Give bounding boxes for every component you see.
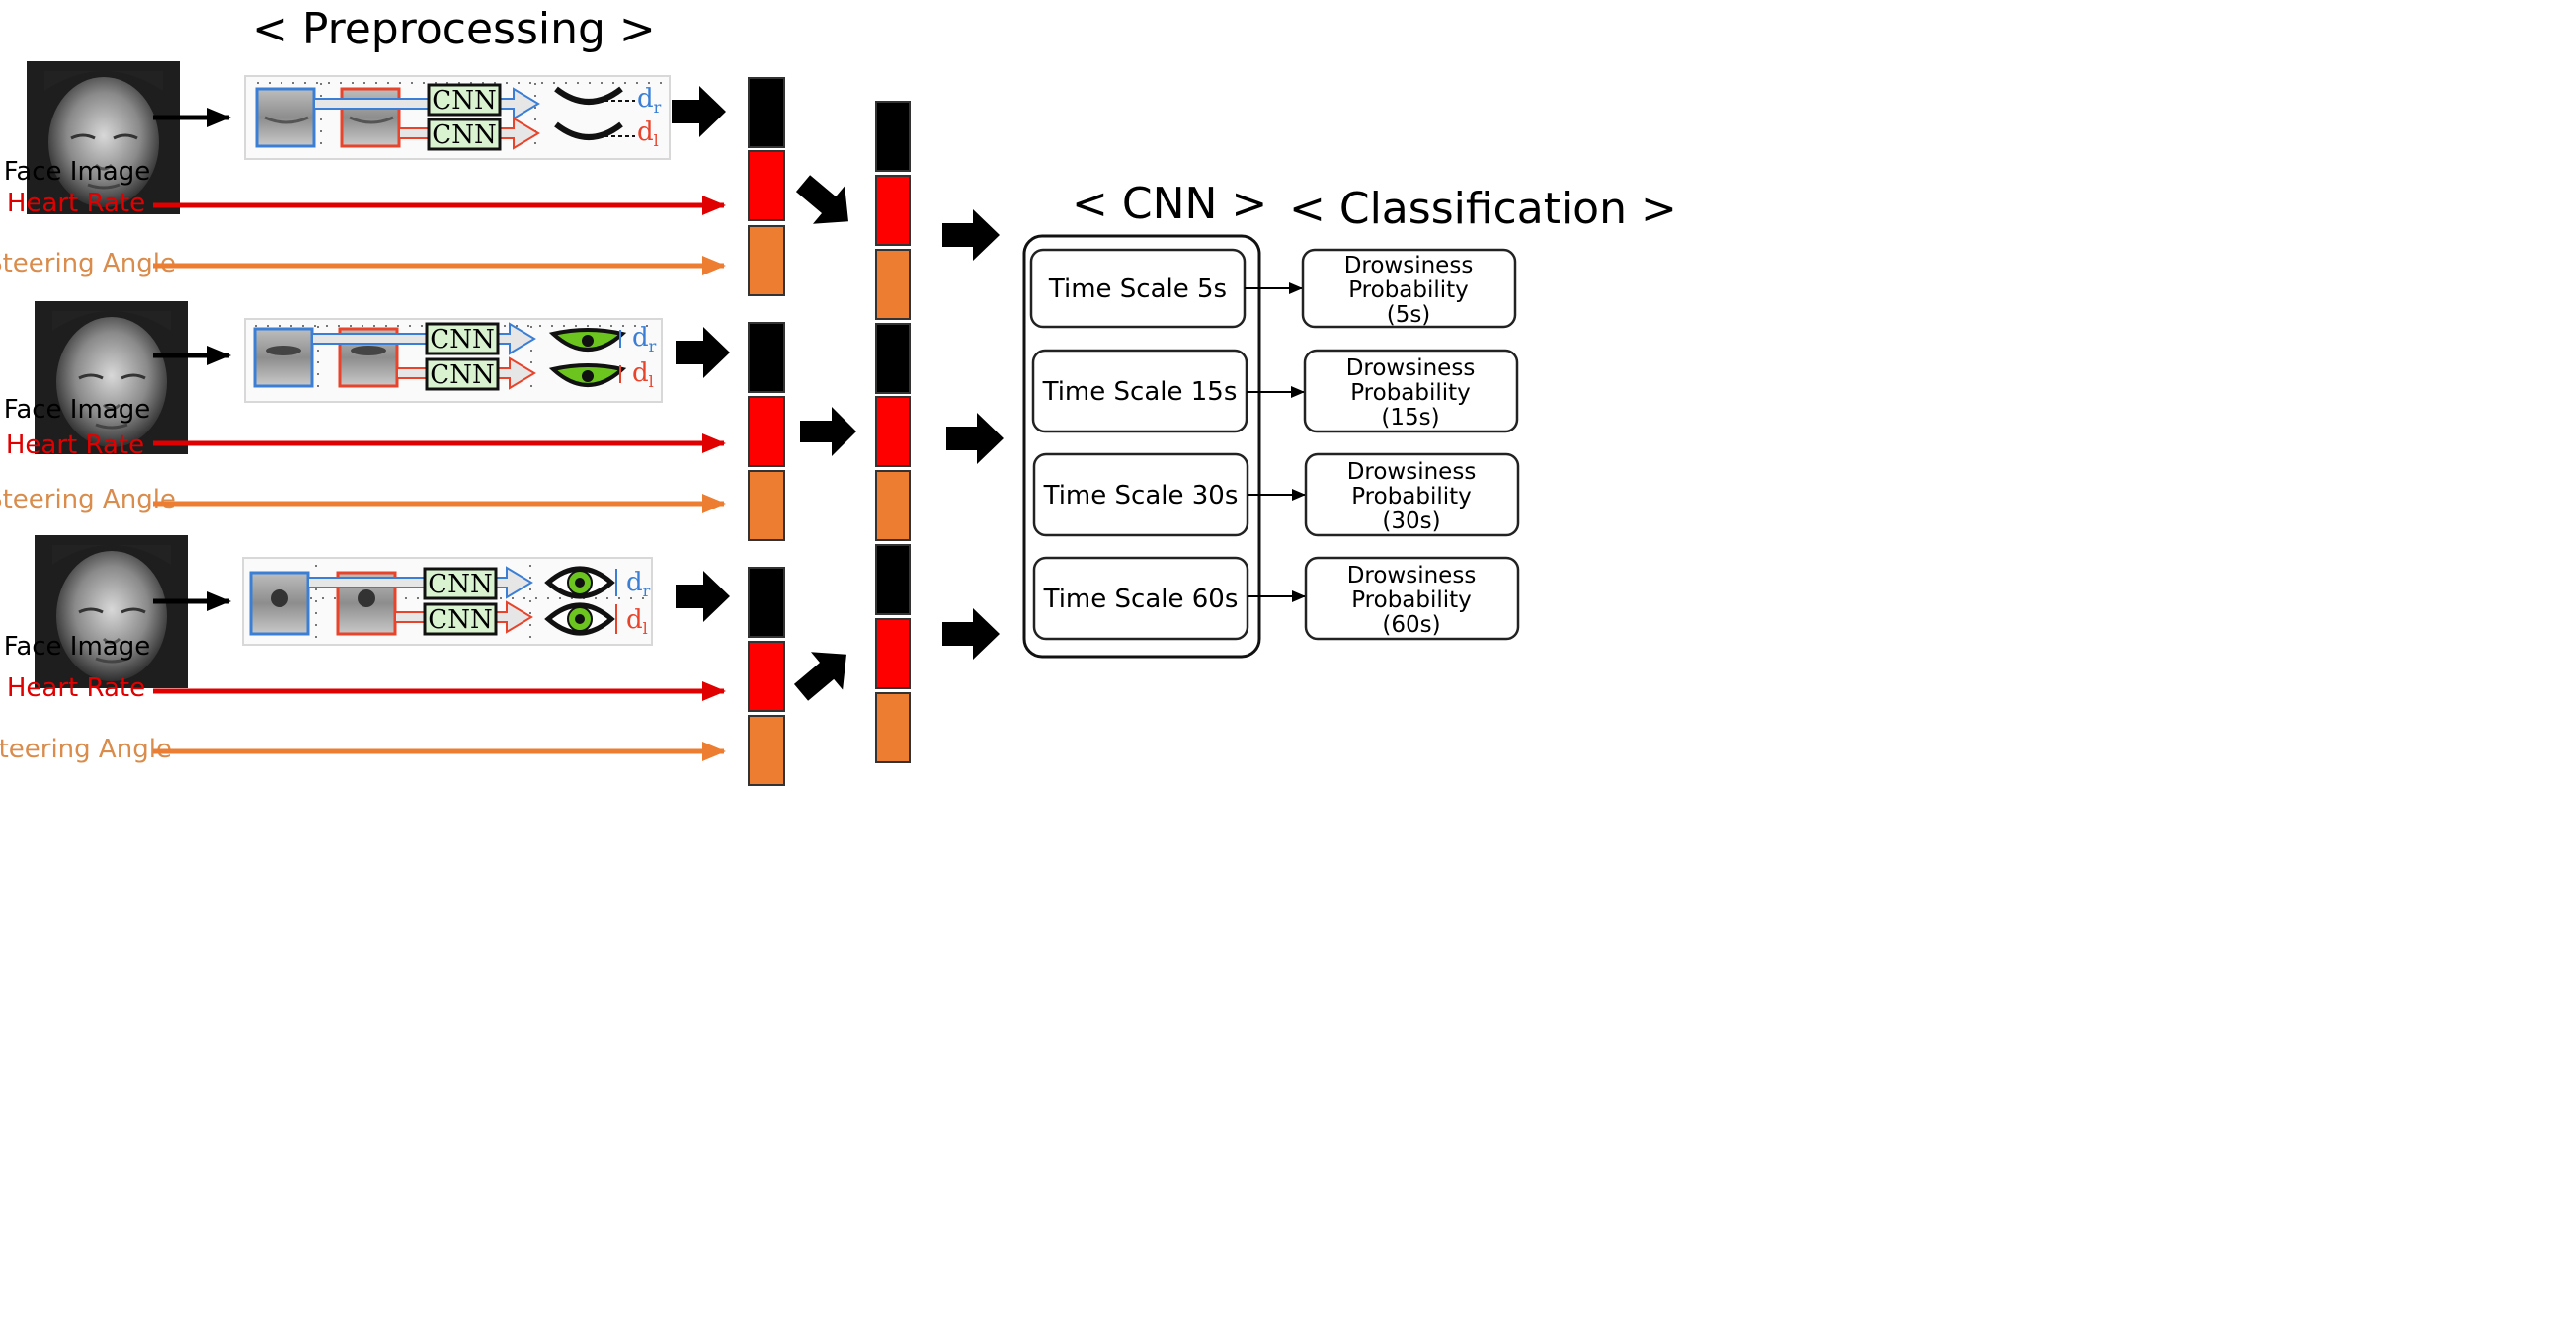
output-30s: Drowsiness Probability (30s) [1304, 452, 1520, 537]
merge-arrow-1 [795, 175, 848, 224]
cnn-right-arrow-2 [311, 322, 536, 355]
cnn-right-arrow-1 [313, 87, 540, 120]
cnn-box-right-3 [423, 567, 498, 600]
cnn-box-left-label-2: CNN [430, 360, 494, 390]
input-row-3: Face Image Heart Rate Steering Angle CNN… [0, 533, 730, 764]
output-5s-line3: (5s) [1387, 302, 1431, 328]
face-feature-block-2 [748, 322, 785, 393]
cnn-block-30s: Time Scale 30s [1032, 452, 1249, 537]
cnn-block-label-60s: Time Scale 60s [1043, 585, 1239, 614]
open-eye-left-icon-3 [544, 602, 615, 636]
to-cnn-arrow-3 [942, 608, 1000, 660]
cnn-block-label-15s: Time Scale 15s [1042, 377, 1238, 407]
d-right-label-1: dr [637, 84, 662, 117]
cnn-block-15s: Time Scale 15s [1031, 349, 1248, 433]
to-cnn-arrow-1 [942, 209, 1000, 261]
heart-rate-label-2: Heart Rate [6, 431, 144, 460]
closed-eye-left-icon-1 [554, 121, 623, 140]
cnn-box-right-label-3: CNN [428, 570, 492, 599]
output-60s-line1: Drowsiness [1347, 563, 1477, 588]
block-arrow-to-stack-1 [672, 86, 726, 137]
cnn-block-label-30s: Time Scale 30s [1043, 481, 1239, 510]
steering-angle-label-3: Steering Angle [0, 735, 172, 764]
preprocessing-title: < Preprocessing > [252, 4, 656, 54]
cnn-block-5s: Time Scale 5s [1029, 248, 1247, 329]
d-right-label-3: dr [626, 568, 651, 600]
d-left-label-2: dl [632, 358, 654, 391]
steering-angle-label-2: Steering Angle [0, 485, 176, 514]
cnn-box-left-label-3: CNN [428, 605, 492, 635]
d-left-label-1: dl [637, 118, 659, 150]
cnn-box-right-2 [425, 322, 500, 355]
heart-rate-label-3: Heart Rate [7, 673, 145, 703]
cnn-box-left-3 [423, 602, 498, 636]
heart-feature-block-2 [748, 396, 785, 467]
cnn-right-arrow-3 [307, 566, 533, 599]
block-arrow-to-stack-3 [676, 571, 730, 622]
heart-feature-block-1 [748, 150, 785, 221]
open-eye-right-icon-3 [544, 566, 615, 599]
to-cnn-arrow-2 [946, 413, 1004, 464]
cnn-box-right-1 [427, 83, 502, 117]
output-15s: Drowsiness Probability (15s) [1303, 349, 1519, 433]
half-open-eye-left-icon-2 [548, 363, 627, 387]
heart-rate-label-1: Heart Rate [7, 189, 145, 218]
cnn-box-right-label-1: CNN [432, 86, 496, 116]
preprocess-panel-3: CNN CNN dr dl [242, 557, 653, 646]
steering-feature-block-2 [748, 470, 785, 541]
output-5s: Drowsiness Probability (5s) [1301, 248, 1517, 329]
face-feature-block-1 [748, 77, 785, 148]
cnn-container [1022, 234, 1261, 659]
output-15s-line2: Probability [1350, 380, 1471, 406]
preprocess-panel-2: CNN CNN dr dl [244, 318, 663, 403]
steering-angle-label-1: Steering Angle [0, 249, 176, 278]
preprocess-panel-1: CNN CNN dr dl [244, 75, 671, 160]
output-15s-line3: (15s) [1381, 405, 1439, 431]
half-open-eye-right-icon-2 [548, 328, 627, 352]
heart-feature-block-3 [748, 641, 785, 712]
merged-feature-stack [875, 101, 911, 763]
steering-feature-block-1 [748, 225, 785, 296]
face-image-label-2: Face Image [4, 395, 150, 425]
output-5s-line1: Drowsiness [1344, 253, 1474, 278]
feature-stack-2 [748, 322, 785, 541]
cnn-block-60s: Time Scale 60s [1032, 556, 1249, 641]
cnn-title: < CNN > [1072, 179, 1267, 229]
block-arrow-to-stack-2 [676, 327, 730, 378]
output-15s-line1: Drowsiness [1346, 355, 1476, 381]
output-60s-line3: (60s) [1382, 612, 1440, 638]
d-right-label-2: dr [632, 323, 657, 355]
cnn-box-left-2 [425, 357, 500, 391]
output-60s-line2: Probability [1351, 588, 1472, 613]
cnn-box-right-label-2: CNN [430, 325, 494, 354]
input-row-2: Face Image Heart Rate Steering Angle CNN… [0, 299, 730, 514]
closed-eye-right-icon-1 [554, 86, 623, 105]
d-left-label-3: dl [626, 605, 648, 638]
output-30s-line1: Drowsiness [1347, 459, 1477, 485]
face-image-label-3: Face Image [4, 632, 150, 662]
output-30s-line3: (30s) [1382, 509, 1440, 534]
face-feature-block-3 [748, 567, 785, 638]
merge-arrow-2 [800, 407, 856, 456]
right-eye-crop-2 [253, 327, 314, 388]
merge-arrow-3 [793, 652, 846, 701]
output-5s-line2: Probability [1348, 277, 1469, 303]
cnn-block-label-5s: Time Scale 5s [1048, 274, 1227, 304]
output-30s-line2: Probability [1351, 484, 1472, 509]
feature-stack-1 [748, 77, 785, 296]
steering-feature-block-3 [748, 715, 785, 786]
classification-title: < Classification > [1289, 184, 1677, 234]
cnn-box-left-label-1: CNN [432, 120, 496, 150]
output-60s: Drowsiness Probability (60s) [1304, 556, 1520, 641]
face-image-3 [33, 533, 190, 690]
input-row-1: Face Image Heart Rate Steering Angle CNN… [0, 59, 726, 278]
cnn-box-left-1 [427, 118, 502, 151]
feature-stack-3 [748, 567, 785, 786]
face-image-label-1: Face Image [4, 157, 150, 187]
